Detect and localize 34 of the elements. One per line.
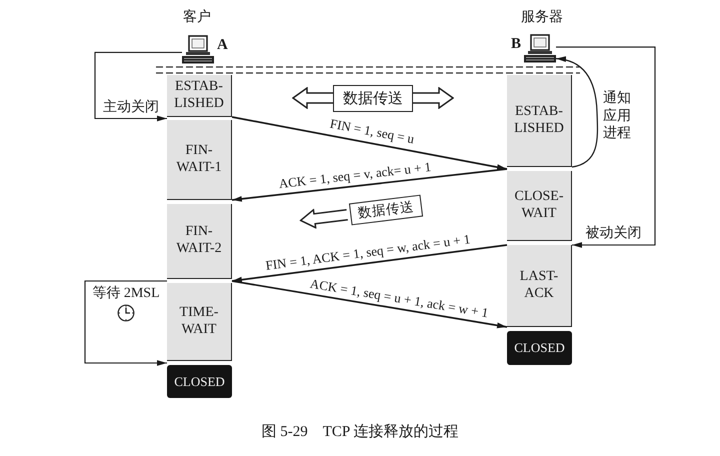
arrow: [556, 46, 656, 248]
arrow: [232, 280, 508, 329]
edge-label: 等待 2MSL: [92, 286, 160, 302]
state-box: TIME- WAIT: [167, 283, 232, 361]
computer-icon: [182, 35, 214, 64]
figure-caption: 图 5-29 TCP 连接释放的过程: [262, 424, 458, 440]
state-box: FIN- WAIT-2: [167, 204, 232, 279]
edge-label: ACK = 1, seq = u + 1, ack = w + 1: [308, 276, 489, 321]
arrow: [232, 168, 508, 202]
state-box: CLOSED: [167, 365, 232, 398]
edge-label: FIN = 1, ACK = 1, seq = w, ack = u + 1: [264, 232, 472, 274]
host-letter: A: [217, 37, 228, 54]
curved-arrow: [556, 56, 598, 168]
edge-label: ACK = 1, seq = v, ack= u + 1: [278, 160, 432, 192]
host-label: 服务器: [521, 10, 563, 26]
edge-label: FIN = 1, seq = u: [328, 116, 415, 148]
state-box: LAST- ACK: [507, 245, 572, 327]
edge-label: 通知应用进程: [603, 90, 632, 142]
arrow: [232, 244, 508, 284]
edge-label: 被动关闭: [586, 226, 642, 242]
host-label: 客户: [183, 10, 211, 26]
state-box: ESTAB- LISHED: [167, 75, 232, 117]
state-box: CLOSED: [507, 331, 572, 365]
state-box: FIN- WAIT-1: [167, 120, 232, 200]
state-box: CLOSE- WAIT: [507, 171, 572, 241]
state-box: ESTAB- LISHED: [507, 75, 572, 167]
computer-icon: [524, 34, 556, 63]
arrow: [232, 116, 508, 171]
label-box: 数据传送: [333, 84, 413, 112]
edge-label: 主动关闭: [103, 99, 159, 116]
arrow: [84, 280, 167, 366]
label-box: 数据传送: [348, 194, 424, 226]
host-letter: B: [511, 36, 522, 52]
arrow: [94, 52, 182, 122]
